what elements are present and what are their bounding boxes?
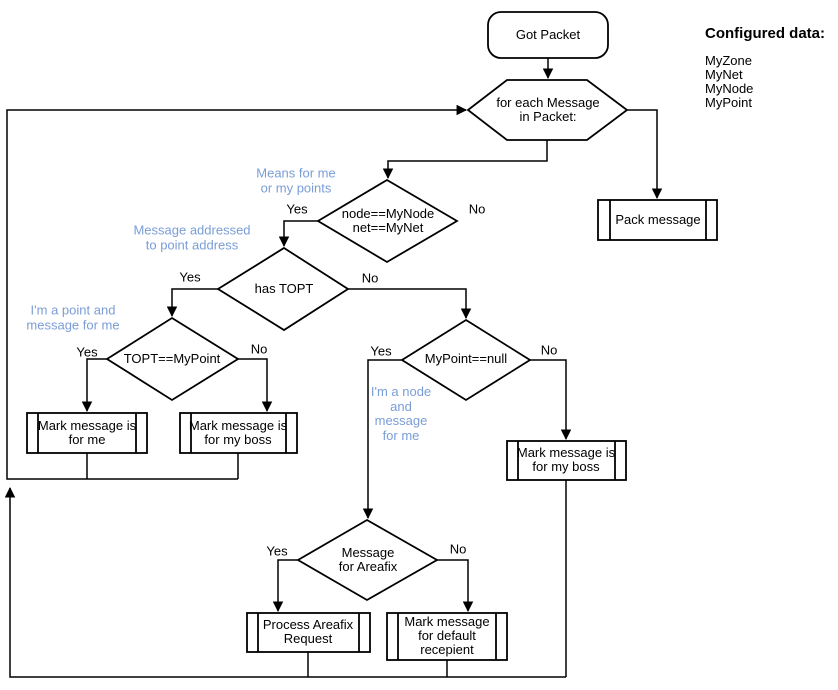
got-packet-label: Got Packet — [515, 27, 581, 42]
loop-hexagon-for-each-message — [466, 79, 629, 141]
edge-hastopt-yes-to-toptmypoint — [166, 288, 218, 318]
configured-data-item: MyNode — [705, 81, 754, 96]
process-areafix-label: Process Areafix Request — [262, 617, 354, 646]
branch-yes-topt-mypoint: Yes — [76, 344, 98, 360]
branch-no-topt-mypoint: No — [250, 341, 268, 357]
branch-no-node-check: No — [468, 201, 486, 217]
branch-yes-node-check: Yes — [286, 201, 308, 217]
edge-nodecheck-yes-to-hastopt — [278, 220, 318, 248]
edge-foreach-to-nodecheck — [382, 140, 548, 180]
process-mark-default-recipient — [386, 612, 508, 661]
branch-yes-areafix: Yes — [266, 543, 288, 559]
topt-mypoint-label: TOPT==MyPoint — [123, 351, 221, 366]
edge-mypointnull-no-to-markboss-right — [530, 359, 572, 441]
branch-no-areafix: No — [449, 541, 467, 557]
pack-message-label: Pack message — [615, 212, 701, 227]
mark-for-boss-right-label: Mark message is for my boss — [516, 445, 616, 474]
process-areafix-request — [246, 612, 371, 653]
edge-foreach-to-packmessage — [627, 109, 663, 200]
annotation-point-and-message: I'm a point and message for me — [26, 302, 120, 332]
has-topt-label: has TOPT — [254, 281, 314, 296]
annotation-means-for-me: Means for me or my points — [256, 165, 336, 195]
branch-no-mypoint-null: No — [540, 342, 558, 358]
for-each-message-label: for each Message in Packet: — [496, 95, 600, 124]
configured-data-item: MyNet — [705, 67, 743, 82]
decision-node-check — [316, 178, 459, 264]
terminator-got-packet — [487, 11, 609, 59]
decision-mypoint-null — [400, 318, 532, 402]
branch-yes-has-topt: Yes — [179, 269, 201, 285]
mark-for-me-label: Mark message is for me — [37, 418, 137, 447]
edge-areafix-yes-to-process — [272, 559, 298, 613]
edge-mypointnull-yes-to-areafix — [362, 359, 402, 520]
edge-loop-left-to-foreach — [6, 104, 468, 480]
annotation-message-addressed: Message addressed to point address — [133, 222, 251, 252]
decision-message-for-areafix — [296, 518, 439, 602]
configured-data-item: MyZone — [705, 53, 752, 68]
decision-topt-mypoint — [105, 316, 240, 402]
mypoint-null-label: MyPoint==null — [424, 351, 508, 366]
process-pack-message — [597, 199, 718, 241]
branch-yes-mypoint-null: Yes — [370, 343, 392, 359]
process-mark-for-boss-right — [506, 440, 627, 481]
decision-has-topt — [216, 246, 350, 332]
process-mark-for-me — [26, 412, 148, 454]
process-mark-for-boss-left — [179, 412, 298, 454]
areafix-check-label: Message for Areafix — [338, 545, 398, 574]
edge-loop-bottom-up — [4, 486, 566, 678]
node-check-label: node==MyNode net==MyNet — [341, 206, 435, 235]
edge-areafix-no-to-markdefault — [437, 559, 474, 613]
configured-data-title: Configured data: — [705, 25, 825, 42]
branch-no-has-topt: No — [361, 270, 379, 286]
edge-hastopt-no-to-mypointnull — [348, 288, 472, 320]
edges — [4, 58, 663, 678]
mark-default-label: Mark message for default recepient — [404, 614, 490, 657]
configured-data-list: MyZone MyNet MyNode MyPoint — [705, 54, 753, 110]
edge-toptmypoint-yes-to-markforme — [81, 358, 107, 413]
node-shapes — [26, 11, 718, 661]
configured-data-item: MyPoint — [705, 95, 752, 110]
annotation-node-and-message: I'm a node and message for me — [370, 384, 432, 443]
edge-toptmypoint-no-to-markboss-left — [238, 358, 273, 413]
mark-for-boss-left-label: Mark message is for my boss — [188, 418, 288, 447]
